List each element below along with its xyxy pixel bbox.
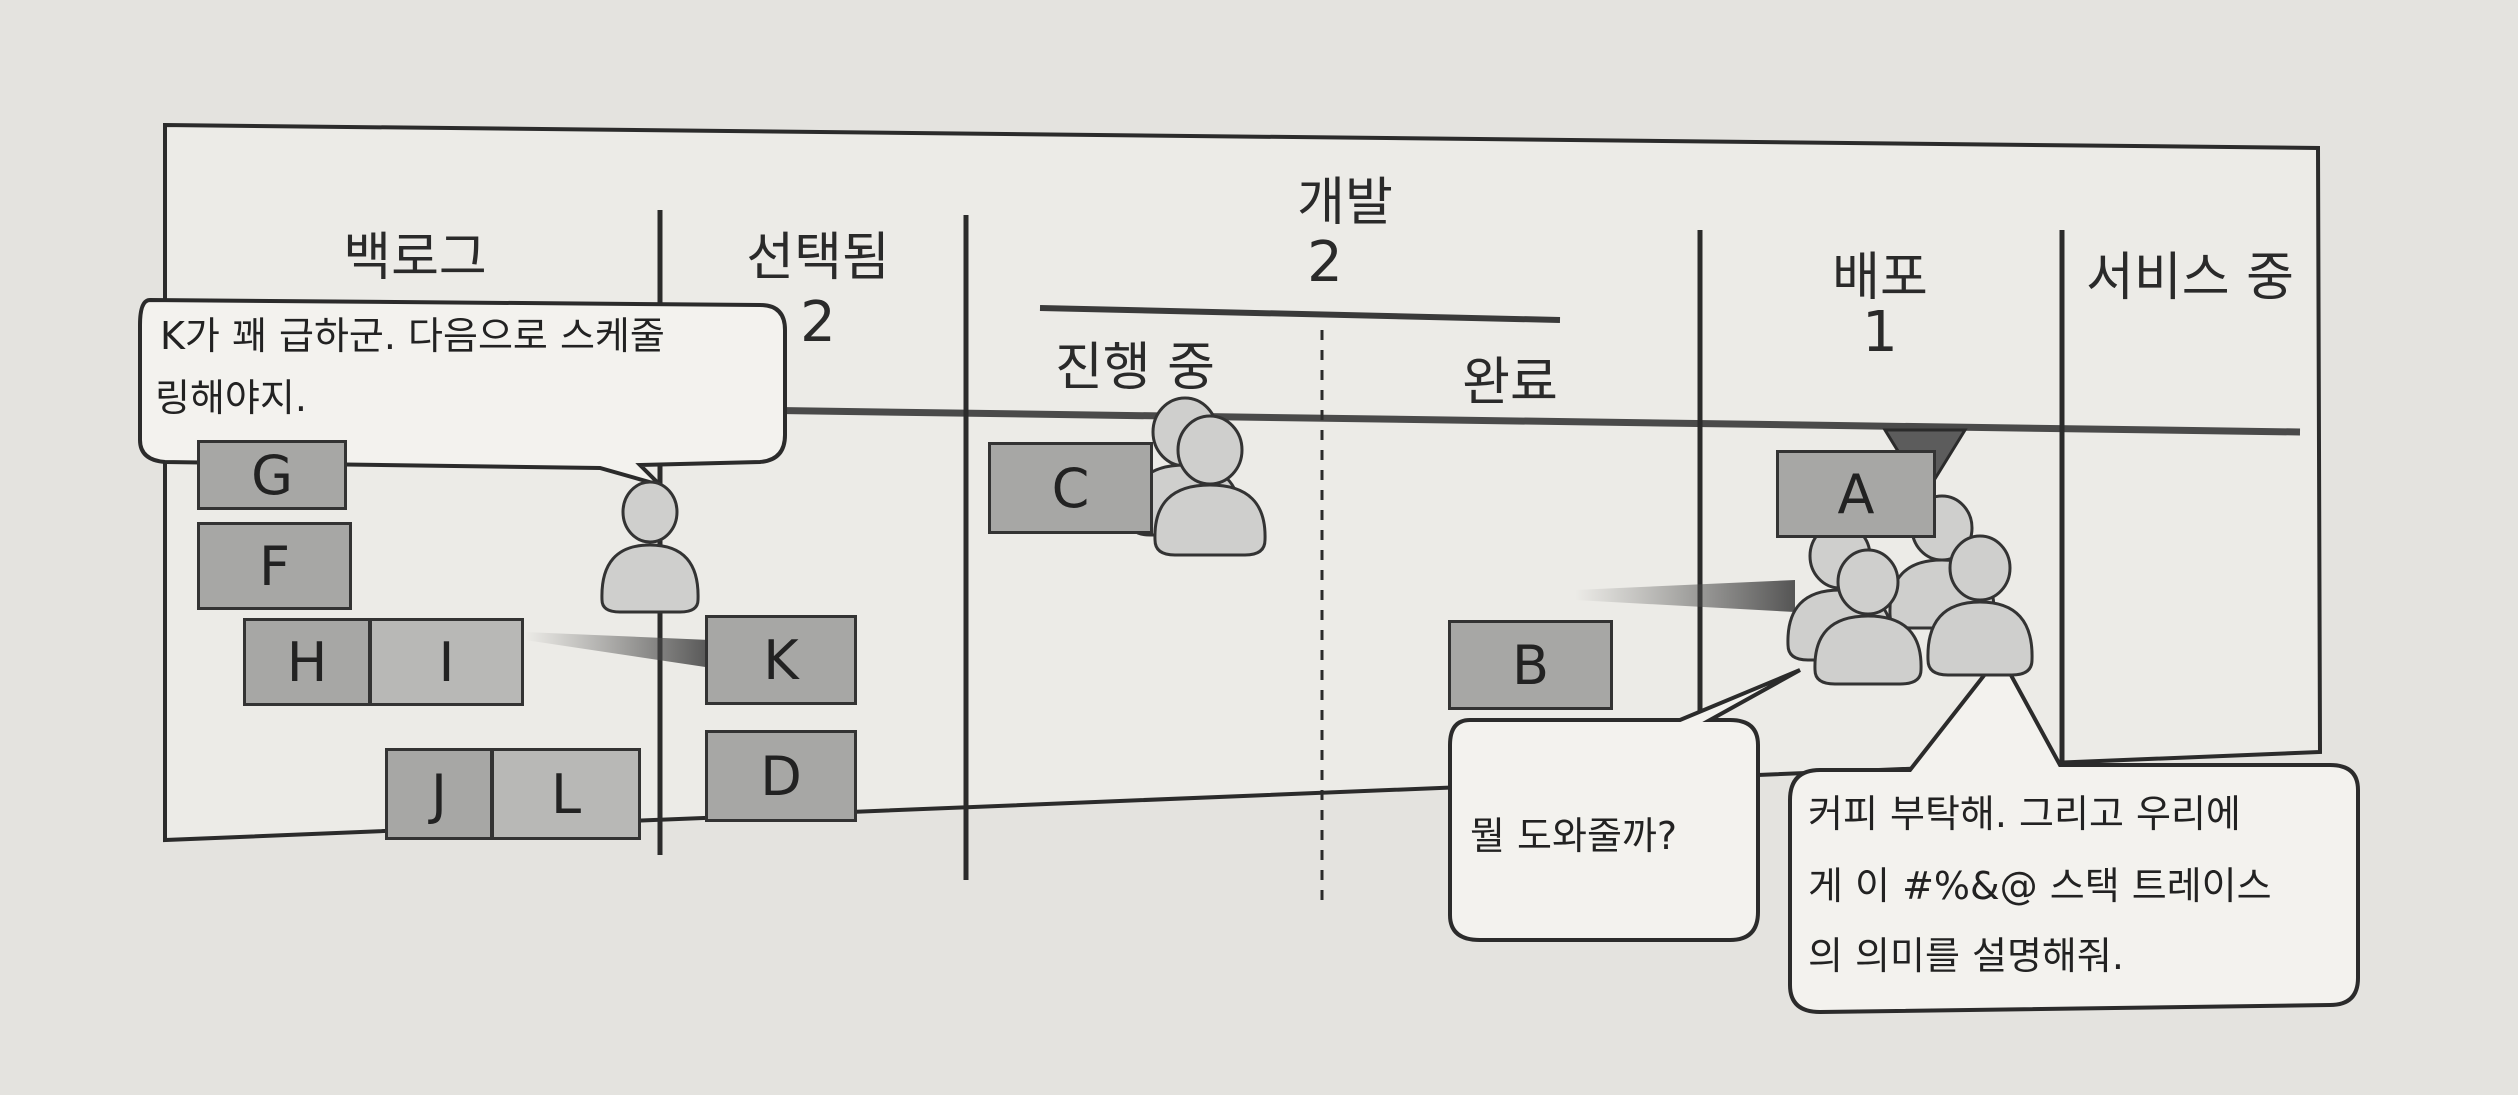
column-development-wip: 2 xyxy=(1307,230,1343,295)
motion-streak-a xyxy=(1575,580,1795,612)
card-c: C xyxy=(988,442,1153,534)
manager-bubble-shape xyxy=(138,297,787,490)
column-in-progress-title: 진행 중 xyxy=(1054,338,1216,398)
card-k: K xyxy=(705,615,857,705)
column-development-title: 개발 xyxy=(1297,173,1393,233)
person-manager-icon xyxy=(600,480,700,614)
helper-bubble-text: 뭘 도와줄까? xyxy=(1470,814,1678,858)
card-j: J xyxy=(385,748,493,840)
card-b: B xyxy=(1448,620,1613,710)
dev-subheader-line xyxy=(1039,305,1561,323)
card-a: A xyxy=(1776,450,1936,538)
column-done-title: 완료 xyxy=(1462,353,1558,413)
card-i: I xyxy=(369,618,524,706)
card-d: D xyxy=(705,730,857,822)
card-l: L xyxy=(491,748,641,840)
manager-bubble-line2: 링해야지. xyxy=(155,376,307,420)
column-deploy-title: 배포 xyxy=(1832,248,1928,308)
request-bubble-shape xyxy=(1788,651,2360,1015)
column-selected-title: 선택됨 xyxy=(746,228,890,288)
card-g: G xyxy=(197,440,347,510)
column-deploy-wip: 1 xyxy=(1862,300,1898,365)
motion-streak-k xyxy=(525,632,712,668)
manager-bubble-line1: K가 꽤 급하군. 다음으로 스케줄 xyxy=(160,314,665,358)
header-line xyxy=(739,406,2301,436)
column-selected-wip: 2 xyxy=(800,290,836,355)
column-in-service-title: 서비스 중 xyxy=(2086,248,2294,308)
helper-bubble-shape xyxy=(1448,668,1801,942)
card-f: F xyxy=(197,522,352,610)
column-backlog-title: 백로그 xyxy=(343,228,487,288)
request-bubble-line3: 의 의미를 설명해줘. xyxy=(1808,934,2124,978)
request-bubble-line1: 커피 부탁해. 그리고 우리에 xyxy=(1808,792,2241,836)
developers-group-icon xyxy=(1128,396,1267,557)
request-bubble-line2: 게 이 #%&@ 스택 트레이스 xyxy=(1808,864,2272,908)
card-h: H xyxy=(243,618,371,706)
